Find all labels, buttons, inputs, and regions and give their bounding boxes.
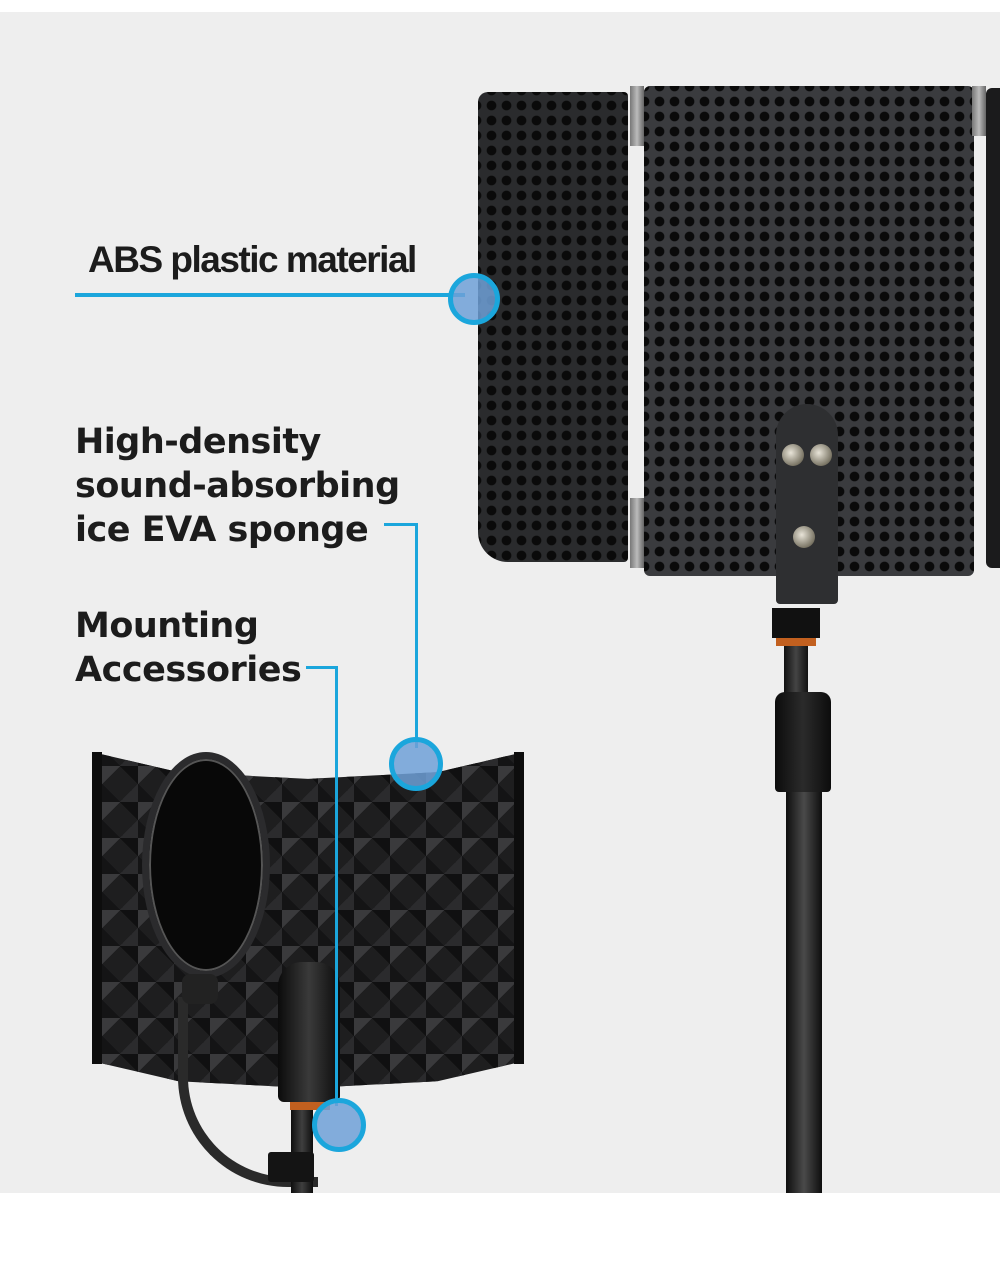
screw [793,526,815,548]
stand-ring [776,638,816,646]
callout-dot-sponge [389,737,443,791]
callout-text: sound-absorbing [75,466,400,506]
callout-label-mount: Mounting Accessories [75,604,302,692]
stand-pole [786,792,822,1193]
stand-grip [775,692,831,792]
callout-line-abs [75,293,465,297]
mic-clip-ring [290,1102,330,1110]
callout-line-mount [306,666,338,669]
foam-shield-edge [514,752,524,1064]
product-image-canvas: ABS plastic material High-density sound-… [0,12,1000,1193]
hinge [630,498,644,568]
screw [810,444,832,466]
callout-line-sponge [384,523,418,526]
callout-line-sponge [415,523,418,748]
callout-text: Accessories [75,650,302,690]
callout-dot-abs [448,273,500,325]
callout-text: High-density [75,422,321,462]
callout-text: ABS plastic material [88,239,417,280]
metal-shield-right-panel [986,88,1000,568]
small-stand-clamp [268,1152,314,1182]
callout-label-sponge: High-density sound-absorbing ice EVA spo… [75,420,400,552]
stand-collar [772,608,820,638]
pop-filter-knob [182,974,218,1004]
metal-shield [478,78,1000,608]
hinge [972,86,986,136]
screw [782,444,804,466]
mount-bracket [776,404,838,604]
mic-clip [278,962,340,1102]
foam-shield-edge [92,752,102,1064]
hinge [630,86,644,146]
metal-shield-center-panel [644,86,974,576]
callout-label-abs: ABS plastic material [88,238,417,282]
metal-shield-left-panel [478,92,628,562]
callout-text: Mounting [75,606,259,646]
pop-filter [142,752,270,978]
callout-line-mount [335,666,338,1106]
callout-text: ice EVA sponge [75,510,369,550]
callout-dot-mount [312,1098,366,1152]
stand-tube [784,646,808,696]
